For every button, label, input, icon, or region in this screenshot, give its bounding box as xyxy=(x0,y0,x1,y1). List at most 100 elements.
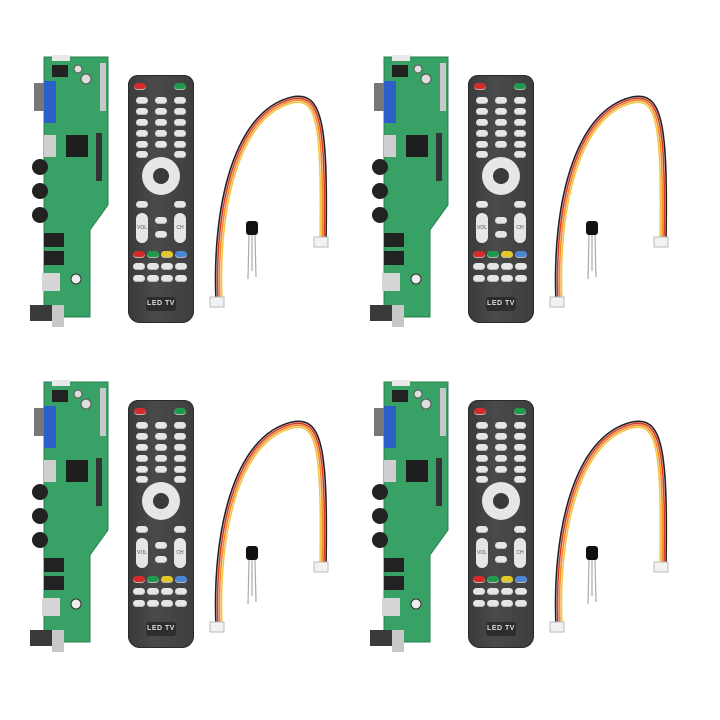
num-button xyxy=(495,455,507,462)
channel-rocker: CH xyxy=(174,213,186,243)
wire-harness xyxy=(542,91,672,321)
ok-button xyxy=(493,493,509,509)
num-button xyxy=(476,444,488,451)
volume-rocker: VOL xyxy=(136,538,148,568)
ir-receiver-icon xyxy=(586,221,598,235)
num-button xyxy=(174,422,186,429)
num-button xyxy=(514,97,526,104)
num-button xyxy=(174,433,186,440)
remote-control: VOL CH LED TV xyxy=(128,75,194,323)
num-button xyxy=(495,422,507,429)
num-button xyxy=(514,444,526,451)
wire-harness xyxy=(202,91,332,321)
func-button xyxy=(514,141,526,148)
num-button xyxy=(514,433,526,440)
media-button xyxy=(175,588,187,595)
pcb-icon xyxy=(30,380,109,652)
exit-button xyxy=(174,526,186,533)
media-button xyxy=(161,600,173,607)
num-button xyxy=(155,119,167,126)
remote-control: VOL CH LED TV xyxy=(468,400,534,648)
func-button xyxy=(174,466,186,473)
dpad xyxy=(482,157,520,195)
func-button xyxy=(136,151,148,158)
exit-button xyxy=(174,201,186,208)
media-button xyxy=(501,600,513,607)
blue-button xyxy=(515,576,527,583)
yellow-button xyxy=(501,251,513,258)
source-button xyxy=(514,408,526,415)
pcb-icon xyxy=(370,55,449,327)
ir-receiver-icon xyxy=(246,546,258,560)
green-button xyxy=(147,576,159,583)
num-button xyxy=(495,444,507,451)
channel-rocker: CH xyxy=(174,538,186,568)
green-button xyxy=(487,251,499,258)
blue-button xyxy=(175,251,187,258)
green-button xyxy=(147,251,159,258)
num-button xyxy=(155,444,167,451)
num-button xyxy=(174,108,186,115)
channel-rocker: CH xyxy=(514,213,526,243)
num-button xyxy=(155,422,167,429)
num-button xyxy=(174,97,186,104)
product-kit: VOL CH LED TV xyxy=(22,376,362,676)
dpad xyxy=(142,157,180,195)
yellow-button xyxy=(161,251,173,258)
num-button xyxy=(136,422,148,429)
ok-button xyxy=(493,168,509,184)
zoom-button xyxy=(495,231,507,238)
cable-icon xyxy=(209,420,329,633)
num-button xyxy=(136,444,148,451)
power-button xyxy=(474,83,486,90)
media-button xyxy=(133,275,145,282)
func-button xyxy=(476,466,488,473)
ok-button xyxy=(153,168,169,184)
media-button xyxy=(147,263,159,270)
media-button xyxy=(473,275,485,282)
num-button xyxy=(495,97,507,104)
func-button xyxy=(155,466,167,473)
cable-icon xyxy=(549,420,669,633)
num-button xyxy=(155,97,167,104)
media-button xyxy=(487,588,499,595)
media-button xyxy=(133,588,145,595)
num-button xyxy=(476,97,488,104)
func-button xyxy=(136,141,148,148)
volume-rocker: VOL xyxy=(476,213,488,243)
func-button xyxy=(476,151,488,158)
wire-harness xyxy=(542,416,672,646)
media-button xyxy=(515,263,527,270)
media-button xyxy=(147,600,159,607)
led-tv-logo: LED TV xyxy=(486,297,516,311)
media-button xyxy=(175,600,187,607)
media-button xyxy=(501,275,513,282)
led-tv-logo: LED TV xyxy=(486,622,516,636)
product-kit: VOL CH LED TV xyxy=(362,376,702,676)
cable-icon xyxy=(209,95,329,308)
source-button xyxy=(174,83,186,90)
func-button xyxy=(495,141,507,148)
mute-button xyxy=(495,217,507,224)
remote-control: VOL CH LED TV xyxy=(468,75,534,323)
mute-button xyxy=(495,542,507,549)
power-button xyxy=(134,83,146,90)
num-button xyxy=(174,444,186,451)
media-button xyxy=(501,263,513,270)
media-button xyxy=(487,263,499,270)
func-button xyxy=(136,466,148,473)
num-button xyxy=(136,97,148,104)
zoom-button xyxy=(155,231,167,238)
func-button xyxy=(514,476,526,483)
func-button xyxy=(514,151,526,158)
media-button xyxy=(133,263,145,270)
dpad xyxy=(482,482,520,520)
num-button xyxy=(476,130,488,137)
mute-button xyxy=(155,542,167,549)
media-button xyxy=(473,600,485,607)
product-kit: VOL CH LED TV xyxy=(22,51,362,351)
func-button xyxy=(476,476,488,483)
led-tv-logo: LED TV xyxy=(146,297,176,311)
num-button xyxy=(476,433,488,440)
power-button xyxy=(134,408,146,415)
